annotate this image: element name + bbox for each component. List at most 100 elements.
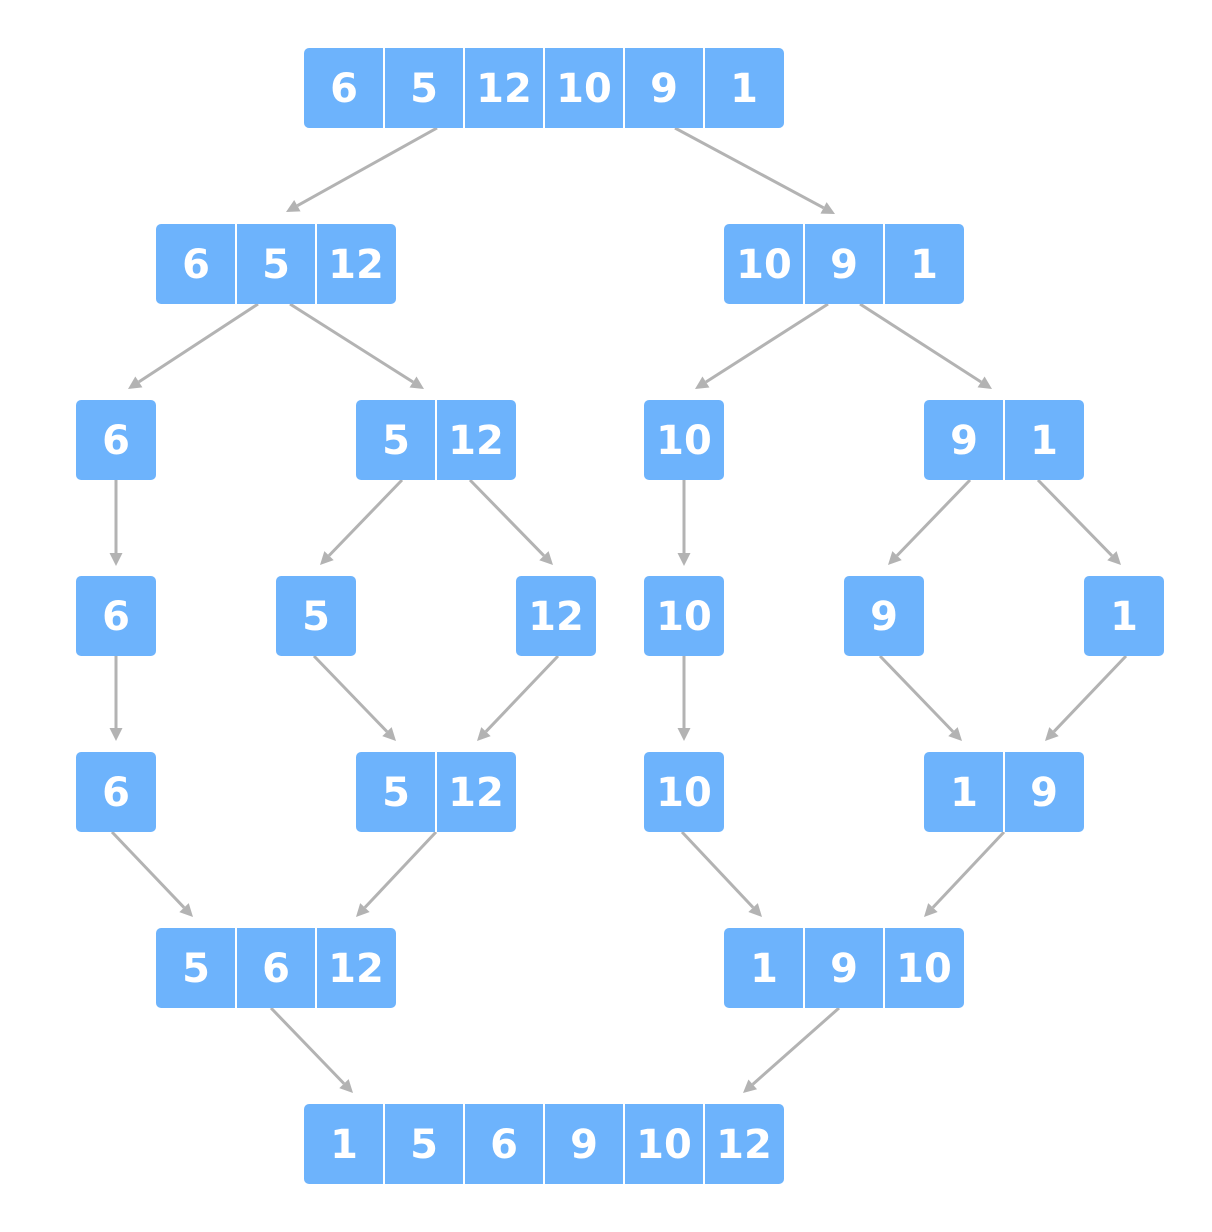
arrow-a4-a9 [468, 478, 553, 565]
array-cell-value: 12 [528, 594, 584, 640]
array-cell-value: 10 [656, 770, 712, 816]
array-box [644, 400, 724, 480]
arrow-a5-a10 [677, 480, 691, 566]
array-cell-value: 5 [410, 66, 438, 112]
array-cell-value: 6 [182, 242, 210, 288]
arrow-a16-a18 [924, 830, 1006, 917]
arrow-a1-a3 [128, 302, 259, 389]
arrow-line [674, 126, 825, 210]
array-box [76, 576, 156, 656]
array-node-a13: 6 [76, 752, 156, 832]
array-cell-value: 6 [330, 66, 358, 112]
arrow-line [138, 302, 259, 384]
arrow-a12-a16 [1045, 654, 1128, 741]
arrow-a3-a7 [109, 480, 123, 566]
array-cell-value: 9 [830, 946, 858, 992]
arrowhead [1107, 551, 1121, 565]
arrowhead [339, 1079, 353, 1093]
arrow-line [931, 830, 1006, 909]
arrow-a7-a13 [109, 656, 123, 741]
arrow-line [312, 654, 389, 733]
array-box [644, 752, 724, 832]
array-cell-value: 10 [656, 594, 712, 640]
array-node-a15: 10 [644, 752, 724, 832]
arrow-a18-a19 [743, 1006, 840, 1093]
arrow-line [289, 302, 414, 384]
array-node-a11: 9 [844, 576, 924, 656]
array-box [156, 224, 396, 304]
array-cell-value: 1 [750, 946, 778, 992]
array-box [644, 576, 724, 656]
arrowhead [109, 728, 123, 741]
array-cell-value: 12 [716, 1122, 772, 1168]
array-cell-value: 12 [328, 242, 384, 288]
array-box [1084, 576, 1164, 656]
arrow-a0-a2 [674, 126, 835, 214]
arrow-a10-a15 [677, 656, 691, 741]
array-box [724, 224, 964, 304]
array-cell-value: 5 [182, 946, 210, 992]
array-cell-value: 5 [302, 594, 330, 640]
array-cell-value: 9 [570, 1122, 598, 1168]
array-cell-value: 6 [102, 770, 130, 816]
array-box [724, 928, 964, 1008]
arrow-a1-a4 [289, 302, 424, 389]
arrow-line [705, 302, 829, 384]
arrowhead [382, 727, 396, 741]
arrow-a11-a16 [878, 654, 962, 741]
array-node-a5: 10 [644, 400, 724, 480]
arrow-line [484, 654, 560, 733]
array-box [844, 576, 924, 656]
arrow-a6-a12 [1036, 478, 1121, 565]
array-cell-value: 6 [490, 1122, 518, 1168]
array-box [276, 576, 356, 656]
edges-layer [109, 126, 1128, 1093]
arrowhead [924, 903, 938, 917]
array-node-a3: 6 [76, 400, 156, 480]
array-node-a7: 6 [76, 576, 156, 656]
array-cell-value: 5 [410, 1122, 438, 1168]
array-cell-value: 1 [730, 66, 758, 112]
arrowhead [677, 553, 691, 566]
arrowhead [695, 376, 710, 389]
array-box [156, 928, 396, 1008]
arrowhead [320, 551, 334, 565]
arrowhead [356, 903, 370, 917]
arrowhead [820, 202, 835, 214]
arrow-line [878, 654, 955, 733]
arrow-line [895, 478, 972, 557]
arrowhead [128, 376, 143, 389]
arrow-a0-a1 [286, 126, 438, 212]
array-cell-value: 5 [382, 770, 410, 816]
arrow-line [468, 478, 545, 557]
array-node-a10: 10 [644, 576, 724, 656]
array-cell-value: 9 [1030, 770, 1058, 816]
array-cell-value: 1 [950, 770, 978, 816]
arrowhead [1045, 727, 1059, 741]
arrowhead [477, 727, 491, 741]
array-node-a9: 12 [516, 576, 596, 656]
arrowhead [977, 376, 992, 389]
arrow-a2-a6 [859, 302, 992, 389]
array-box [76, 400, 156, 480]
array-cell-value: 10 [656, 418, 712, 464]
arrow-line [1052, 654, 1128, 733]
arrow-a8-a14 [312, 654, 396, 741]
arrow-line [110, 830, 186, 909]
array-cell-value: 9 [950, 418, 978, 464]
array-cell-value: 6 [102, 418, 130, 464]
array-cell-value: 12 [328, 946, 384, 992]
arrowhead [748, 903, 762, 917]
